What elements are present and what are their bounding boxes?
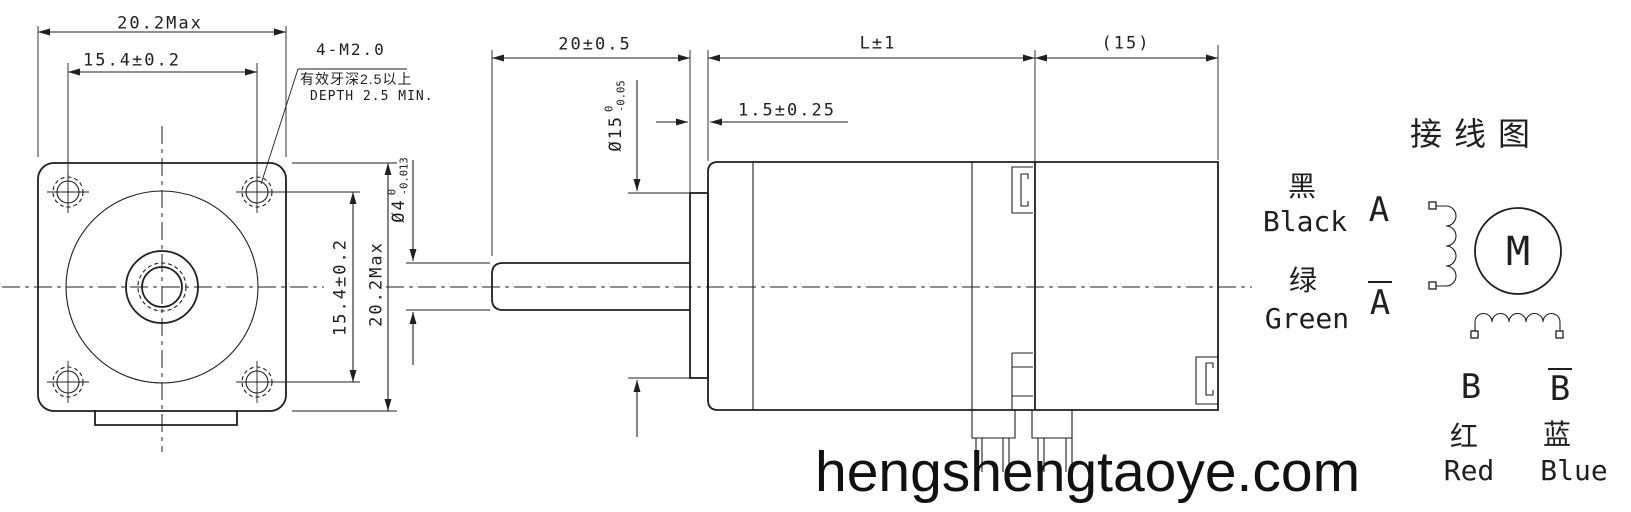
- shaft-dia-lower-tol: -0.013: [398, 157, 410, 196]
- dim-shaft-length-label: 20±0.5: [558, 34, 632, 55]
- extension-lines: [37, 26, 1219, 412]
- lead-green-cn: 绿: [1288, 265, 1318, 296]
- lead-blue-cn: 蓝: [1542, 419, 1572, 450]
- body-section-lines: [752, 162, 973, 410]
- lead-red-en: Red: [1443, 454, 1495, 487]
- shaft-dia-nominal: Ø4: [389, 198, 409, 223]
- thread-callout-line2: 有效牙深2.5以上: [300, 71, 413, 87]
- terminal-b-square: [1470, 330, 1479, 339]
- terminal-b-label: B: [1460, 367, 1482, 407]
- wiring-diagram-title: 接线图: [1409, 116, 1543, 152]
- dim-pilot-height-label: 1.5±0.25: [738, 100, 836, 121]
- terminal-a-bar-label: A: [1369, 283, 1391, 323]
- lead-red-cn: 红: [1449, 421, 1479, 452]
- rear-clip: [1195, 356, 1218, 405]
- terminal-a-square: [1428, 201, 1437, 210]
- terminal-b-bar-overline: [1548, 368, 1572, 370]
- dimension-lines: [37, 26, 1219, 437]
- terminal-a-bar-square: [1428, 281, 1437, 290]
- front-connector-tab: [94, 410, 238, 426]
- pilot-dia-nominal: Ø15: [606, 114, 626, 152]
- top-clip: [1011, 166, 1033, 214]
- pilot-dia-lower-tol: -0.05: [615, 80, 627, 112]
- front-view-drawing: [2, 126, 324, 452]
- terminal-pins: [975, 438, 1073, 472]
- bottom-clip: [1011, 352, 1033, 409]
- wiring-diagram-drawing: [1428, 201, 1564, 339]
- thread-callout-line3: DEPTH 2.5 MIN.: [310, 89, 434, 104]
- rear-housing-outline: [1034, 161, 1219, 411]
- dim-front-width-label: 20.2Max: [117, 13, 203, 34]
- lead-blue-en: Blue: [1540, 454, 1608, 487]
- thread-callout-line1: 4-M2.0: [316, 40, 386, 59]
- dim-rear-length-label: (15): [1101, 33, 1151, 54]
- terminal-a-label: A: [1368, 190, 1390, 230]
- dim-body-length-label: L±1: [859, 33, 897, 54]
- pilot-boss-outline: [689, 192, 709, 379]
- dim-shaft-diameter-label: Ø4 0-0.013: [386, 157, 410, 223]
- dim-pilot-diameter-label: Ø15 0-0.05: [603, 80, 627, 152]
- motor-body-outline: [707, 161, 1035, 411]
- motor-circle-symbol: [1474, 207, 1562, 295]
- lead-black-cn: 黑: [1287, 171, 1317, 202]
- motor-symbol-letter: M: [1505, 229, 1531, 275]
- phase-b-coil-symbol: [1474, 313, 1561, 331]
- dim-hole-spacing-side-label: 15.4±0.2: [330, 238, 351, 336]
- terminal-b-bar-label: B: [1549, 369, 1571, 409]
- side-view-drawing: [386, 161, 1252, 472]
- front-centerlines: [2, 126, 324, 452]
- pilot-dia-upper-tol: 0: [603, 105, 616, 112]
- terminal-a-bar-overline: [1368, 281, 1392, 283]
- terminal-blocks: [971, 410, 1073, 439]
- watermark-text: hengshengtaoye.com: [815, 440, 1361, 504]
- lead-green-en: Green: [1264, 302, 1350, 335]
- lead-black-en: Black: [1262, 205, 1348, 238]
- dim-hole-spacing-top-label: 15.4±0.2: [83, 50, 181, 71]
- thread-callout-leader: [260, 68, 407, 185]
- hole-crosshairs: [47, 171, 278, 403]
- dim-front-height-label: 20.2Max: [366, 241, 387, 327]
- shaft-dia-upper-tol: 0: [386, 188, 399, 196]
- phase-a-coil-symbol: [1436, 205, 1457, 287]
- terminal-b-bar-square: [1555, 330, 1564, 339]
